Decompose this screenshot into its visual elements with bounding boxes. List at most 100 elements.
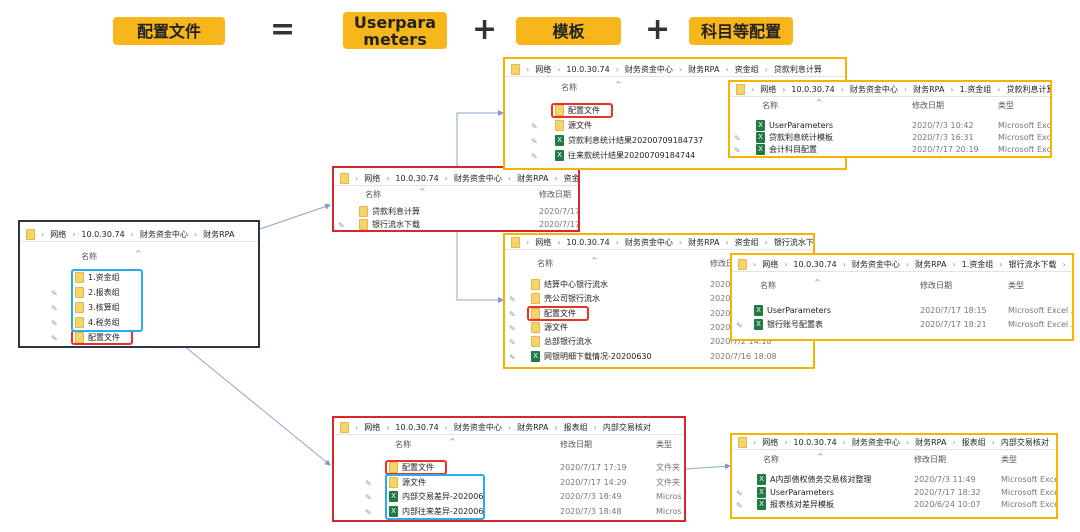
column-header-name[interactable]: 名称 xyxy=(763,455,779,464)
pin-icon[interactable]: ✎ xyxy=(531,122,538,131)
file-row[interactable]: 2.报表组 xyxy=(75,287,120,298)
breadcrumb-item[interactable]: 财务资金中心 xyxy=(849,84,898,94)
breadcrumb[interactable]: ›网络›10.0.30.74›财务资金中心›财务RPA›1.资金组›贷款利息计算… xyxy=(730,82,1050,97)
breadcrumb[interactable]: ›网络›10.0.30.74›财务资金中心›财务RPA xyxy=(20,227,258,242)
breadcrumb-item[interactable]: 财务资金中心 xyxy=(624,237,673,247)
column-header-date[interactable]: 修改日期 xyxy=(914,455,946,464)
file-row[interactable]: 壳公司银行流水 xyxy=(531,293,600,305)
pin-icon[interactable]: ✎ xyxy=(51,319,58,328)
breadcrumb[interactable]: ›网络›10.0.30.74›财务资金中心›财务RPA›报表组›内部交易核对 xyxy=(334,420,684,435)
breadcrumb-item[interactable]: 财务资金中心 xyxy=(453,173,502,183)
breadcrumb-item[interactable]: 10.0.30.74 xyxy=(793,259,837,269)
breadcrumb-item[interactable]: 资金组 xyxy=(734,64,759,74)
breadcrumb-item[interactable]: 财务资金中心 xyxy=(453,422,502,432)
pin-icon[interactable]: ✎ xyxy=(531,137,538,146)
breadcrumb-item[interactable]: 内部交易核对 xyxy=(1000,437,1049,447)
column-header-date[interactable]: 修改日期 xyxy=(560,440,592,449)
breadcrumb[interactable]: ›网络›10.0.30.74›财务资金中心›财务RPA›报表组›内部交易核对›配… xyxy=(732,435,1056,450)
breadcrumb-item[interactable]: 10.0.30.74 xyxy=(793,437,837,447)
breadcrumb-item[interactable]: 网络 xyxy=(762,437,779,447)
breadcrumb-item[interactable]: 银行流水下载 xyxy=(773,237,813,247)
column-header-date[interactable]: 修改日期 xyxy=(920,281,952,290)
file-row[interactable]: 4.税务组 xyxy=(75,317,120,328)
breadcrumb-item[interactable]: 网络 xyxy=(364,422,381,432)
file-row[interactable]: 配置文件 xyxy=(531,307,576,319)
breadcrumb-item[interactable]: 10.0.30.74 xyxy=(791,84,835,94)
column-header-type[interactable]: 类型 xyxy=(1001,455,1017,464)
pin-icon[interactable]: ✎ xyxy=(51,334,58,343)
file-row[interactable]: 1.资金组 xyxy=(75,272,120,283)
breadcrumb-item[interactable]: 10.0.30.74 xyxy=(395,422,439,432)
pin-icon[interactable]: ✎ xyxy=(51,289,58,298)
file-row[interactable]: 结算中心银行流水 xyxy=(531,279,608,290)
file-row[interactable]: 配置文件 xyxy=(389,462,434,473)
pin-icon[interactable]: ✎ xyxy=(509,295,516,305)
breadcrumb-item[interactable]: 财务RPA xyxy=(688,237,720,247)
breadcrumb-item[interactable]: 网络 xyxy=(535,64,552,74)
file-row[interactable]: 配置文件 xyxy=(555,105,600,116)
column-header-type[interactable]: 类型 xyxy=(1008,281,1024,290)
breadcrumb-item[interactable]: 财务RPA xyxy=(203,229,235,239)
pin-icon[interactable]: ✎ xyxy=(734,134,741,143)
breadcrumb-item[interactable]: 财务资金中心 xyxy=(624,64,673,74)
file-row[interactable]: 贷款利息计算 xyxy=(359,206,420,217)
pin-icon[interactable]: ✎ xyxy=(509,338,516,348)
breadcrumb[interactable]: ›网络›10.0.30.74›财务资金中心›财务RPA›资金组›贷款利息计算 xyxy=(505,62,845,77)
pin-icon[interactable]: ✎ xyxy=(531,152,538,161)
breadcrumb-item[interactable]: 资金组 xyxy=(563,173,578,183)
pin-icon[interactable]: ✎ xyxy=(365,507,372,517)
pin-icon[interactable]: ✎ xyxy=(338,221,345,230)
file-row[interactable]: 配置文件 xyxy=(75,332,120,343)
file-row[interactable]: 源文件 xyxy=(555,120,592,131)
breadcrumb-item[interactable]: 财务资金中心 xyxy=(139,229,188,239)
breadcrumb[interactable]: ›网络›10.0.30.74›财务资金中心›财务RPA›资金组›银行流水下载 xyxy=(505,235,813,250)
breadcrumb-item[interactable]: 网络 xyxy=(762,259,779,269)
column-header-name[interactable]: 名称 xyxy=(561,83,577,92)
column-header-type[interactable]: 类型 xyxy=(998,101,1014,110)
column-header-date[interactable]: 修改日期 xyxy=(539,190,571,199)
breadcrumb-item[interactable]: 网络 xyxy=(760,84,777,94)
breadcrumb-item[interactable]: 网络 xyxy=(364,173,381,183)
column-header-name[interactable]: 名称 xyxy=(365,190,381,199)
breadcrumb-item[interactable]: 10.0.30.74 xyxy=(395,173,439,183)
pin-icon[interactable]: ✎ xyxy=(509,309,516,319)
column-header-name[interactable]: 名称 xyxy=(537,259,553,268)
breadcrumb-item[interactable]: 银行流水下载 xyxy=(1008,259,1057,269)
pin-icon[interactable]: ✎ xyxy=(734,146,741,155)
pin-icon[interactable]: ✎ xyxy=(509,323,516,333)
column-header-type[interactable]: 类型 xyxy=(656,440,672,449)
breadcrumb-item[interactable]: 贷款利息计算 xyxy=(1006,84,1050,94)
file-row[interactable]: 银行流水下载 xyxy=(359,219,420,230)
breadcrumb-item[interactable]: 1.资金组 xyxy=(959,84,992,94)
breadcrumb-item[interactable]: 10.0.30.74 xyxy=(566,64,610,74)
pin-icon[interactable]: ✎ xyxy=(736,501,743,510)
breadcrumb-item[interactable]: 财务RPA xyxy=(517,173,549,183)
breadcrumb-item[interactable]: 报表组 xyxy=(563,422,588,432)
breadcrumb-item[interactable]: 内部交易核对 xyxy=(602,422,651,432)
column-header-name[interactable]: 名称 xyxy=(81,252,97,261)
pin-icon[interactable]: ✎ xyxy=(736,321,743,330)
breadcrumb[interactable]: ›网络›10.0.30.74›财务资金中心›财务RPA›1.资金组›银行流水下载… xyxy=(732,257,1072,272)
breadcrumb-item[interactable]: 网络 xyxy=(50,229,67,239)
file-row[interactable]: 总部银行流水 xyxy=(531,336,592,348)
breadcrumb[interactable]: ›网络›10.0.30.74›财务资金中心›财务RPA›资金组 xyxy=(334,171,578,186)
breadcrumb-item[interactable]: 财务RPA xyxy=(915,259,947,269)
breadcrumb-item[interactable]: 资金组 xyxy=(734,237,759,247)
breadcrumb-item[interactable]: 财务RPA xyxy=(688,64,720,74)
file-row[interactable]: 源文件 xyxy=(389,476,426,488)
breadcrumb-item[interactable]: 财务RPA xyxy=(913,84,945,94)
breadcrumb-item[interactable]: 财务RPA xyxy=(915,437,947,447)
breadcrumb-item[interactable]: 财务资金中心 xyxy=(851,437,900,447)
pin-icon[interactable]: ✎ xyxy=(736,488,743,498)
